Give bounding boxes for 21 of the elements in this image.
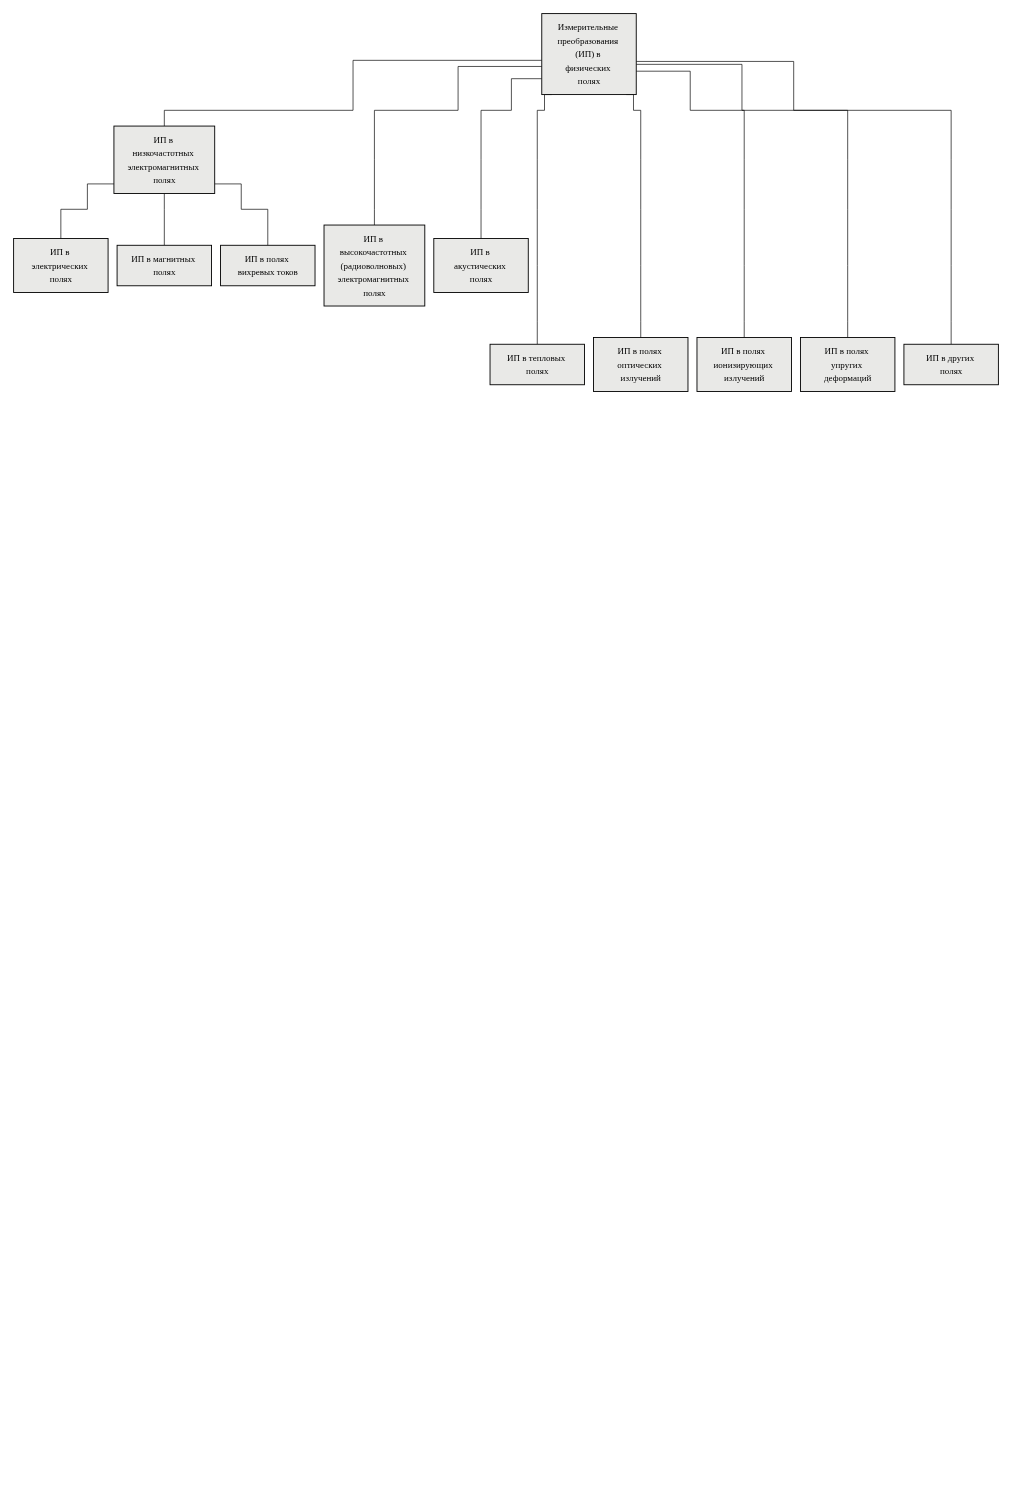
node-box: ИП в электрических полях — [13, 238, 109, 293]
connector — [374, 66, 543, 226]
connector — [635, 64, 848, 338]
connector — [164, 60, 543, 127]
connector — [214, 183, 269, 246]
connector — [480, 78, 543, 239]
connector — [60, 183, 115, 239]
node-box: ИП в полях оптических излучений — [593, 337, 689, 392]
node-box: ИП в акустических полях — [433, 238, 529, 293]
connector — [635, 70, 745, 338]
node-box: Измерительные преобразования (ИП) в физических полях — [541, 13, 637, 96]
node-box: ИП в полях упругих деформаций — [800, 337, 896, 392]
node-box: ИП в других полях — [903, 343, 999, 386]
connector — [164, 193, 165, 246]
node-box: ИП в магнитных полях — [116, 244, 212, 287]
node-box: ИП в низкочастотных электромагнитных полях — [113, 125, 216, 194]
node-box: ИП в высокочастотных (радиоволновых) электромагнитных полях — [323, 224, 426, 307]
node-box: ИП в полях вихревых токов — [220, 244, 316, 287]
node-box: ИП в полях ионизирующих излучений — [696, 337, 792, 392]
connector — [635, 61, 952, 345]
node-box: ИП в тепловых полях — [489, 343, 585, 386]
